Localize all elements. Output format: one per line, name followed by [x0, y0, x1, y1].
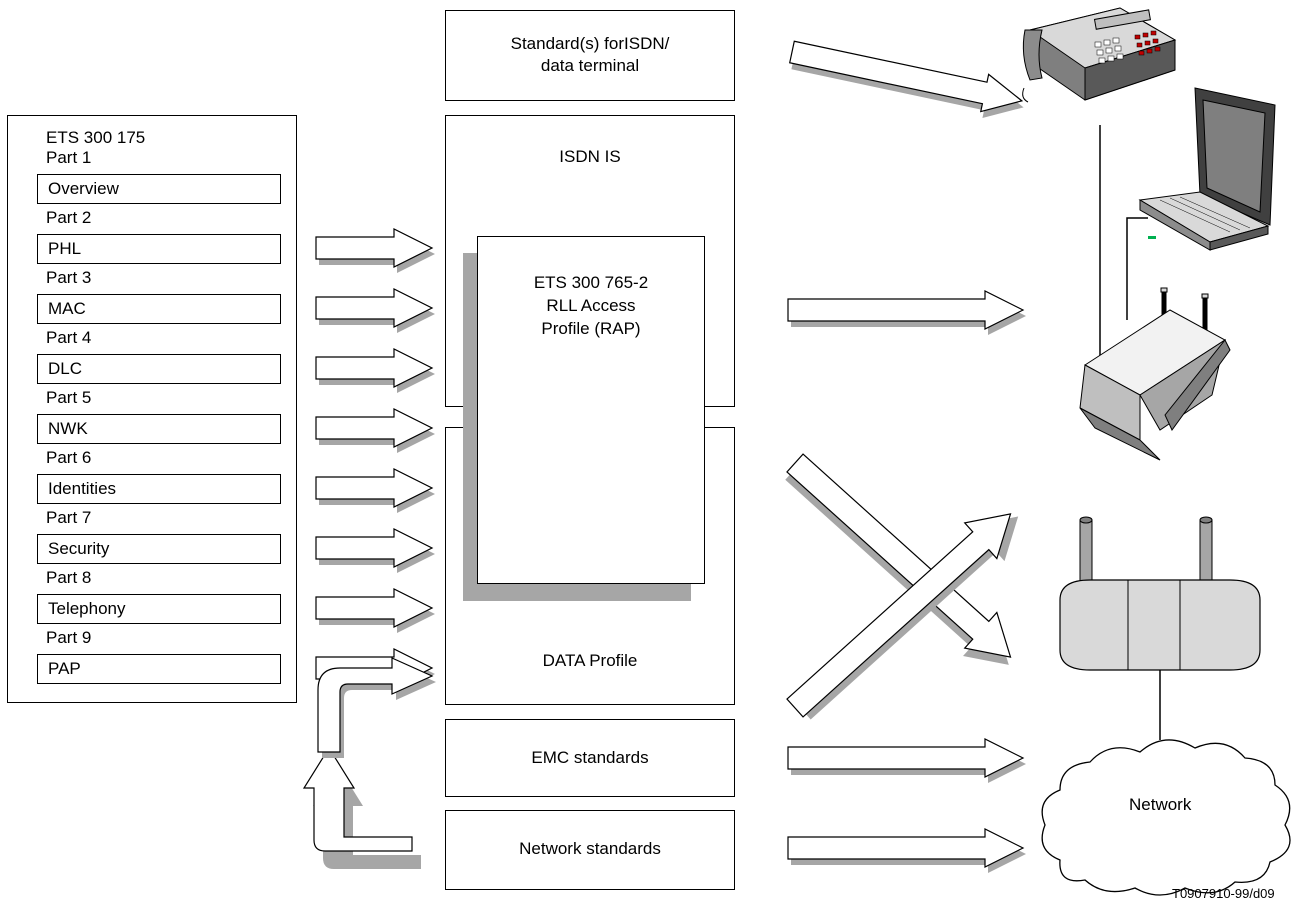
standards-isdn-terminal-box [445, 10, 735, 101]
standards-to-terminal-arrow [789, 40, 1024, 119]
emc-standards-box [445, 719, 735, 797]
part-to-profile-arrow [315, 228, 435, 273]
ets-part-box: Overview [37, 174, 281, 204]
data-profile-label: DATA Profile [542, 651, 638, 670]
network-standards-label: Network standards [519, 839, 661, 858]
part-to-profile-arrow [315, 408, 435, 453]
rap-box [477, 236, 705, 584]
diagonal-arrow-down [785, 453, 1012, 665]
standards-to-terminal-arrow-body [789, 40, 1024, 119]
part-to-profile-arrow [315, 288, 435, 333]
telephone-icon [1022, 7, 1177, 103]
isdn-is-label: ISDN IS [559, 147, 621, 166]
ets-part-number: Part 1 [46, 148, 92, 167]
ets-part-box: Identities [37, 474, 281, 504]
diagonal-arrow-up [786, 513, 1019, 720]
ets-part-number: Part 6 [46, 448, 92, 467]
part-to-profile-arrow [315, 348, 435, 393]
laptop-wire [1126, 217, 1148, 320]
ets-part-box: Security [37, 534, 281, 564]
ets-part-number: Part 8 [46, 568, 92, 587]
ets-part-box: DLC [37, 354, 281, 384]
rap-line1: ETS 300 765-2 [533, 273, 649, 292]
part-to-profile-arrow [315, 528, 435, 573]
emc-standards-label: EMC standards [531, 748, 649, 767]
ets-part-box: Telephony [37, 594, 281, 624]
ets-part-number: Part 3 [46, 268, 92, 287]
emc-to-network-arrow [787, 738, 1026, 783]
ets-part-box: MAC [37, 294, 281, 324]
network-standards-box [445, 810, 735, 890]
network-cloud-icon [1041, 739, 1291, 896]
base-station-icon [1059, 516, 1261, 671]
standards-isdn-terminal-line1: Standard(s) forISDN/ [510, 34, 670, 53]
rap-line3: Profile (RAP) [541, 319, 641, 338]
laptop-icon [1138, 87, 1276, 251]
standards-isdn-terminal-line2: data terminal [540, 56, 640, 75]
ets-part-number: Part 2 [46, 208, 92, 227]
network-std-to-network-arrow [787, 828, 1026, 873]
network-cloud-label: Network [1129, 795, 1192, 814]
ets-part-box: NWK [37, 414, 281, 444]
part-to-profile-arrow [315, 588, 435, 633]
rap-to-fixed-part-arrow [787, 290, 1026, 335]
ets-part-number: Part 4 [46, 328, 92, 347]
ets-part-box: PAP [37, 654, 281, 684]
curved-feedback-arrow [302, 657, 436, 869]
fixed-part-device-icon [1079, 287, 1231, 461]
part-to-profile-arrow [315, 468, 435, 513]
ets-part-number: Part 5 [46, 388, 92, 407]
ets-title: ETS 300 175 [46, 128, 146, 147]
rap-line2: RLL Access [546, 296, 636, 315]
ets-part-number: Part 9 [46, 628, 92, 647]
ets-part-box: PHL [37, 234, 281, 264]
figure-reference: T0907910-99/d09 [1172, 886, 1275, 901]
ets-part-number: Part 7 [46, 508, 92, 527]
